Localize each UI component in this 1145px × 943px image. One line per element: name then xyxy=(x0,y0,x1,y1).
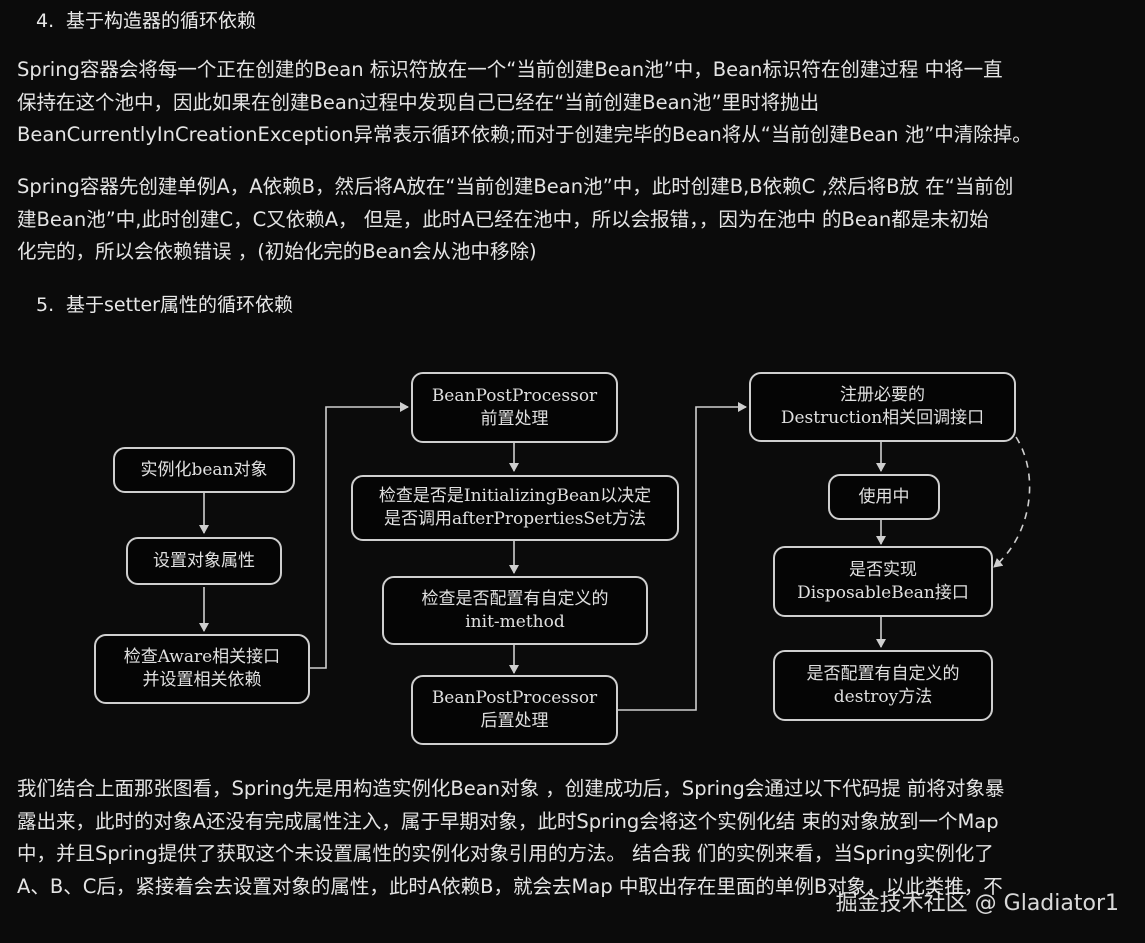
heading-4: 4. 基于构造器的循环依赖 xyxy=(36,6,256,33)
node-text: 前置处理 xyxy=(480,408,549,429)
node-text: 注册必要的 xyxy=(840,385,925,405)
paragraph-2: Spring容器先创建单例A，A依赖B，然后将A放在“当前创建Bean池”中，此… xyxy=(17,171,1132,269)
node-text: 后置处理 xyxy=(480,711,549,731)
node-set-properties: 设置对象属性 xyxy=(126,537,282,585)
paragraph-line: 保持在这个池中，因此如果在创建Bean过程中发现自己已经在“当前创建Bean池”… xyxy=(17,90,820,114)
heading-4-text: 基于构造器的循环依赖 xyxy=(66,10,257,32)
node-text: 检查Aware相关接口 xyxy=(123,647,281,667)
paragraph-line: A、B、C后，紧接着会去设置对象的属性，此时A依赖B，就会去Map 中取出存在里… xyxy=(17,874,1003,898)
paragraph-3: 我们结合上面那张图看，Spring先是用构造实例化Bean对象 ，创建成功后，S… xyxy=(17,773,1132,903)
paragraph-line: BeanCurrentlyInCreationException异常表示循环依赖… xyxy=(17,123,1032,146)
heading-5-text: 基于setter属性的循环依赖 xyxy=(66,294,293,316)
paragraph-1: Spring容器会将每一个正在创建的Bean 标识符放在一个“当前创建Bean池… xyxy=(17,54,1132,152)
node-text: 检查是否配置有自定义的 xyxy=(421,588,609,609)
node-text: 检查是否是InitializingBean以决定 xyxy=(378,486,652,506)
bean-lifecycle-diagram: 实例化bean对象 设置对象属性 检查Aware相关接口 并设置相关依赖 Bea… xyxy=(0,355,1145,755)
node-in-use: 使用中 xyxy=(828,474,940,520)
node-instantiate-bean: 实例化bean对象 xyxy=(113,447,295,493)
node-text: 是否配置有自定义的 xyxy=(806,663,960,684)
node-text: 设置对象属性 xyxy=(153,550,255,571)
paragraph-line: 我们结合上面那张图看，Spring先是用构造实例化Bean对象 ，创建成功后，S… xyxy=(17,777,1005,800)
paragraph-line: 建Bean池”中,此时创建C，C又依赖A， 但是，此时A已经在池中，所以会报错，… xyxy=(17,207,989,231)
arrow-aware-to-bpp-before xyxy=(310,402,409,669)
arrow-bpp-after-to-register xyxy=(618,402,747,711)
paragraph-line: Spring容器先创建单例A，A依赖B，然后将A放在“当前创建Bean池”中，此… xyxy=(17,175,1014,198)
node-register-destruction: 注册必要的 Destruction相关回调接口 xyxy=(749,372,1016,442)
node-text: 并设置相关依赖 xyxy=(142,670,262,690)
diagram-connectors xyxy=(199,402,1031,711)
node-text: 是否实现 xyxy=(849,559,917,580)
watermark: 掘金技术社区 @ Gladiator1 xyxy=(835,891,1119,916)
node-bpp-before: BeanPostProcessor 前置处理 xyxy=(411,372,618,443)
node-bpp-after: BeanPostProcessor 后置处理 xyxy=(411,675,618,745)
node-text: 使用中 xyxy=(858,486,910,507)
node-text: BeanPostProcessor xyxy=(431,385,598,406)
heading-5: 5. 基于setter属性的循环依赖 xyxy=(36,290,293,317)
node-text: 实例化bean对象 xyxy=(140,459,268,480)
node-text: DisposableBean接口 xyxy=(797,582,969,603)
node-aware-interfaces: 检查Aware相关接口 并设置相关依赖 xyxy=(94,634,310,704)
paragraph-line: 化完的，所以会依赖错误 ，(初始化完的Bean会从池中移除) xyxy=(17,240,537,263)
node-text: Destruction相关回调接口 xyxy=(780,408,985,428)
node-init-method: 检查是否配置有自定义的 init-method xyxy=(382,576,648,645)
node-text: 是否调用afterPropertiesSet方法 xyxy=(384,509,646,529)
node-initializing-bean: 检查是否是InitializingBean以决定 是否调用afterProper… xyxy=(351,475,679,541)
node-text: init-method xyxy=(465,611,565,632)
paragraph-line: Spring容器会将每一个正在创建的Bean 标识符放在一个“当前创建Bean池… xyxy=(17,58,1003,81)
paragraph-line: 中，并且Spring提供了获取这个未设置属性的实例化对象引用的方法。 结合我 们… xyxy=(17,842,994,865)
arrow-register-to-disposable-dashed xyxy=(993,436,1031,568)
node-text: destroy方法 xyxy=(833,686,933,707)
node-disposable-bean: 是否实现 DisposableBean接口 xyxy=(773,546,993,617)
heading-5-number: 5. xyxy=(36,294,55,316)
node-text: BeanPostProcessor xyxy=(431,688,598,708)
heading-4-number: 4. xyxy=(36,10,55,32)
paragraph-line: 露出来，此时的对象A还没有完成属性注入，属于早期对象，此时Spring会将这个实… xyxy=(17,809,999,833)
node-destroy-method: 是否配置有自定义的 destroy方法 xyxy=(773,650,993,721)
